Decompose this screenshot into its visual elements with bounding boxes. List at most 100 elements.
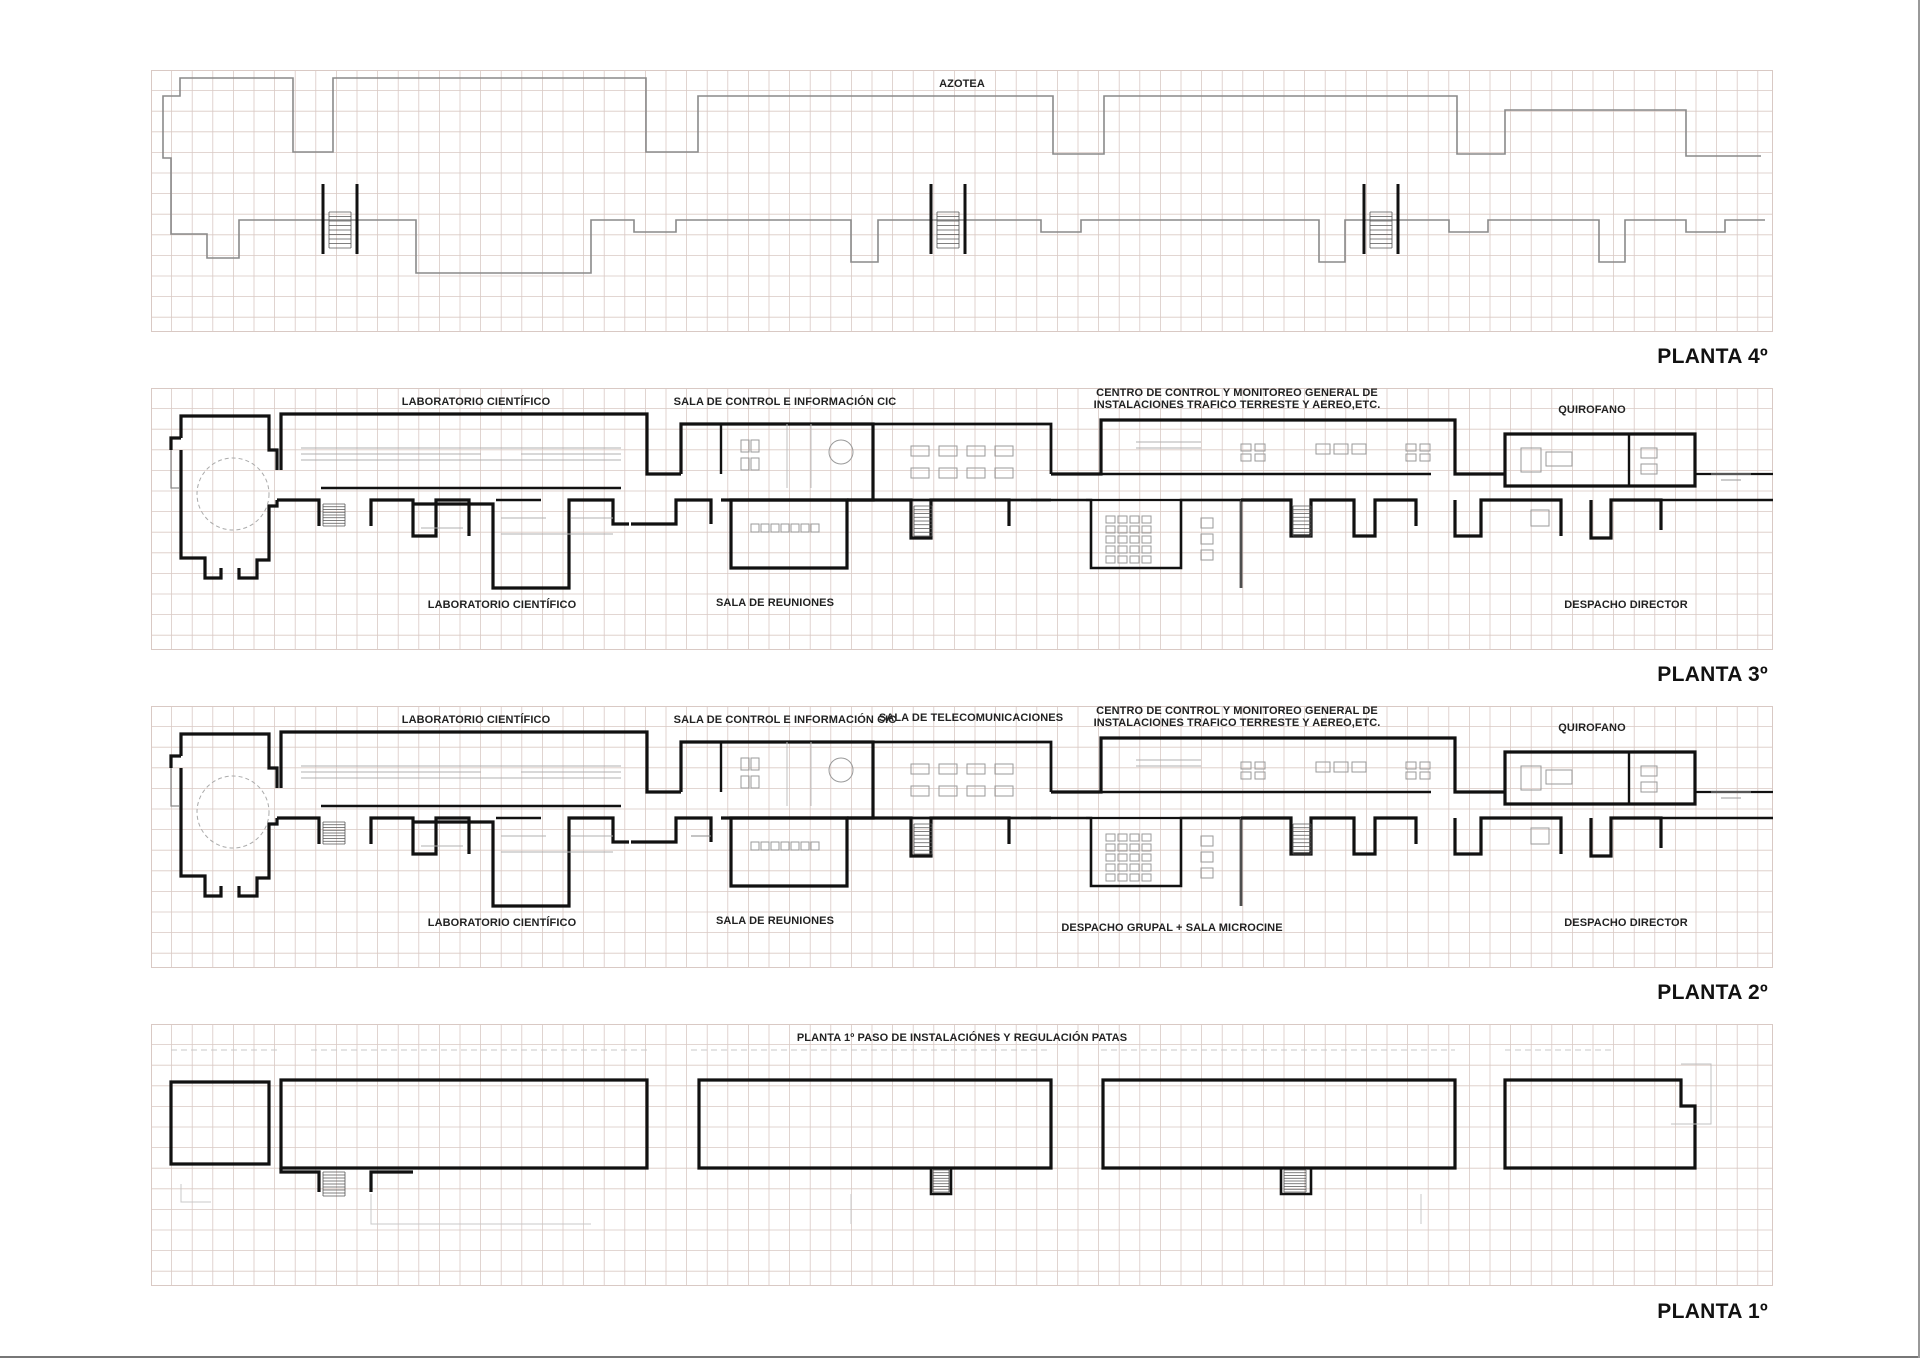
- desk: [1129, 515, 1140, 524]
- wall: [873, 422, 1053, 502]
- wall: [277, 816, 471, 856]
- desk: [750, 439, 760, 453]
- stair: [322, 1171, 346, 1197]
- desk: [750, 523, 760, 533]
- desk: [966, 785, 986, 797]
- outline: [170, 450, 179, 489]
- desk: [1545, 451, 1573, 467]
- desk: [1117, 863, 1128, 872]
- desk: [1315, 761, 1331, 773]
- desk: [1419, 761, 1431, 770]
- desk: [1117, 515, 1128, 524]
- stair: [322, 821, 346, 845]
- grid: [151, 388, 1773, 650]
- outline: [162, 77, 1761, 174]
- desk: [994, 445, 1014, 457]
- desk: [1105, 833, 1116, 842]
- stair: [913, 823, 933, 855]
- desk: [1105, 873, 1116, 882]
- desk: [790, 523, 800, 533]
- desk: [1129, 545, 1140, 554]
- wall: [1453, 498, 1663, 540]
- desk: [1254, 453, 1266, 462]
- desk: [1117, 555, 1128, 564]
- desk: [1129, 555, 1140, 564]
- desk: [1640, 781, 1658, 793]
- wall: [1101, 1078, 1457, 1170]
- desk: [1545, 769, 1573, 785]
- floor-title: PLANTA 3º: [1657, 663, 1768, 686]
- desk: [800, 523, 810, 533]
- wall: [279, 1168, 413, 1192]
- desk: [780, 523, 790, 533]
- round-table: [828, 757, 854, 783]
- desk: [1117, 535, 1128, 544]
- stair: [1292, 823, 1312, 855]
- outline: [1530, 509, 1550, 527]
- room-label: LABORATORIO CIENTÍFICO: [401, 714, 551, 726]
- wall: [1051, 736, 1505, 794]
- desk: [1240, 453, 1252, 462]
- stair: [936, 211, 960, 249]
- outline: [180, 1184, 1422, 1225]
- desk: [1117, 843, 1128, 852]
- room-label: SALA DE CONTROL E INFORMACIÓN CIC: [673, 714, 897, 726]
- outline: [301, 447, 621, 461]
- outline: [301, 765, 621, 779]
- room-label: SALA DE REUNIONES: [715, 915, 835, 927]
- room-label: LABORATORIO CIENTÍFICO: [427, 917, 577, 929]
- desk: [1117, 873, 1128, 882]
- desk: [1405, 453, 1417, 462]
- room-label: SALA DE REUNIONES: [715, 597, 835, 609]
- round-table-dashed: [196, 775, 270, 849]
- outline: [1711, 473, 1751, 481]
- desk: [1117, 853, 1128, 862]
- stair: [328, 211, 352, 249]
- desk: [1129, 833, 1140, 842]
- desk: [1105, 545, 1116, 554]
- outline: [170, 768, 179, 807]
- room-label: CENTRO DE CONTROL Y MONITOREO GENERAL DE: [1096, 705, 1378, 717]
- desk: [750, 775, 760, 789]
- wall: [679, 422, 875, 502]
- plan-planta-2: LABORATORIO CIENTÍFICO SALA DE CONTROL E…: [151, 705, 1773, 968]
- plan-drawing: [151, 70, 1773, 332]
- wall: [679, 740, 875, 820]
- desk: [750, 457, 760, 471]
- desk: [1240, 771, 1252, 780]
- wall: [631, 498, 713, 526]
- desk: [1200, 549, 1214, 561]
- wall: [729, 816, 849, 888]
- room-label: INSTALACIONES TRAFICO TERRESTE Y AEREO,E…: [1093, 399, 1381, 411]
- desk: [1200, 835, 1214, 847]
- wall: [847, 498, 1011, 540]
- wall: [847, 816, 1011, 858]
- stair: [1292, 505, 1312, 537]
- outline: [786, 742, 812, 806]
- room-label: DESPACHO DIRECTOR: [1564, 917, 1688, 929]
- sheet-border: [1918, 0, 1920, 1358]
- desk: [966, 445, 986, 457]
- desk: [1129, 843, 1140, 852]
- surgical-bed: [1520, 765, 1542, 791]
- room-label: PLANTA 1º PASO DE INSTALACIÓNES Y REGULA…: [796, 1032, 1128, 1044]
- wall: [1051, 418, 1505, 476]
- wall: [169, 732, 279, 898]
- desk: [938, 467, 958, 479]
- floor-title: PLANTA 4º: [1657, 345, 1768, 368]
- grid-border: [151, 388, 1773, 650]
- wall: [321, 184, 359, 254]
- desk: [1105, 863, 1116, 872]
- grid: [151, 706, 1773, 968]
- desk: [1333, 443, 1349, 455]
- desk: [1141, 843, 1152, 852]
- plan-planta-4: AZOTEA: [151, 70, 1773, 332]
- desk: [1405, 761, 1417, 770]
- outline: [1711, 791, 1751, 799]
- desk: [1254, 443, 1266, 452]
- desk: [740, 439, 750, 453]
- plan-planta-3: LABORATORIO CIENTÍFICO SALA DE CONTROL E…: [151, 387, 1773, 650]
- desk: [966, 467, 986, 479]
- desk: [1200, 851, 1214, 863]
- desk: [994, 467, 1014, 479]
